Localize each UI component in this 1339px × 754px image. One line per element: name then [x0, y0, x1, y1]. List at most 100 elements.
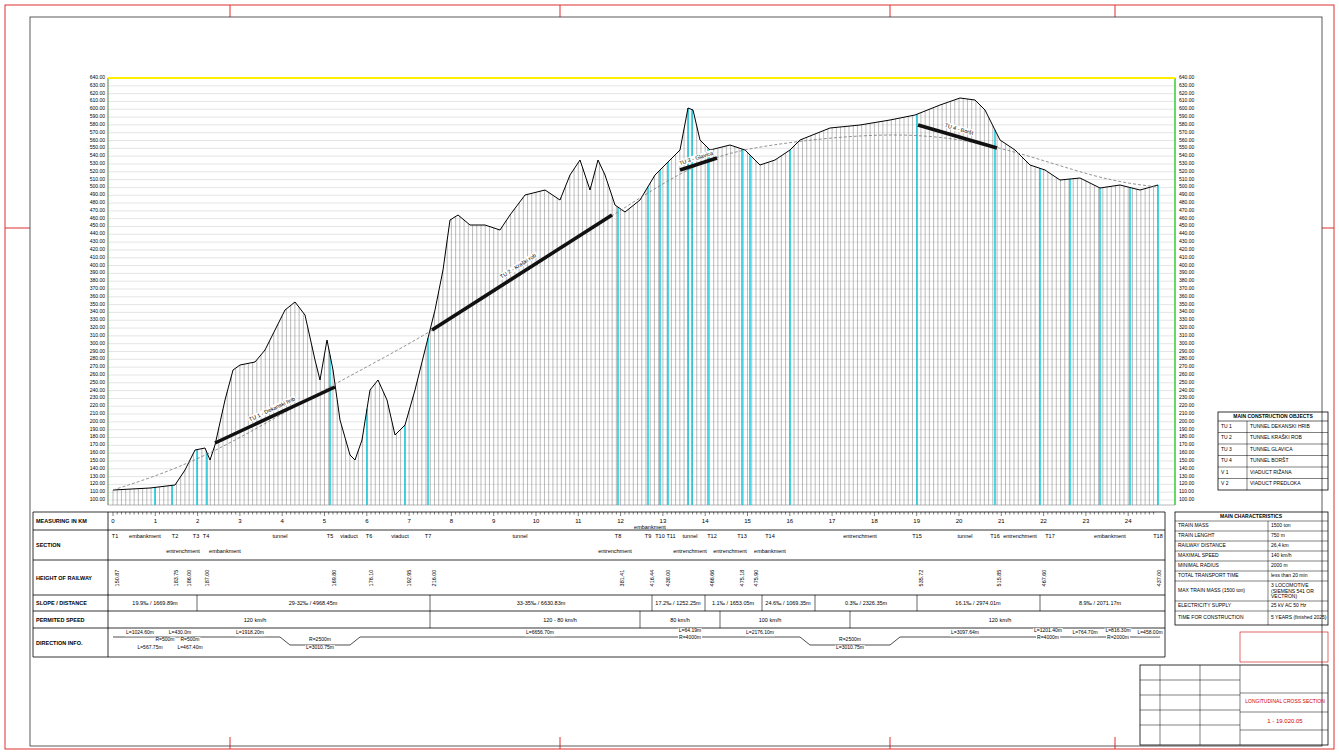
alignment-data: R=2500m: [838, 637, 862, 643]
km-tick: [984, 512, 985, 515]
hatch-line: [1064, 180, 1065, 505]
title-frame: [1140, 665, 1328, 745]
hatch-line: [371, 389, 372, 505]
grid-line: [108, 85, 1175, 86]
hatch-line: [950, 101, 951, 505]
rail-height: 192.95: [406, 569, 412, 586]
km-tick: [569, 512, 570, 515]
km-tick: [409, 512, 410, 516]
hatch-line: [768, 162, 769, 505]
km-tick: [324, 512, 325, 516]
km-tick: [798, 512, 799, 515]
table-rule: [815, 595, 816, 611]
hatch-line: [396, 434, 397, 505]
grid-line: [108, 203, 1175, 204]
hatch-line: [794, 146, 795, 505]
hatch-line: [819, 132, 820, 505]
hatch-line: [887, 120, 888, 505]
section-marker: [1129, 188, 1130, 506]
hatch-line: [1107, 187, 1108, 505]
slope-distance: 19.9‰ / 1669.89m: [132, 600, 177, 606]
slope-distance: 1.1‰ / 1653.05m: [712, 600, 754, 606]
table-cell: VIADUCT PREDLOKA: [1250, 482, 1300, 488]
axis-value: 130.00: [90, 474, 105, 480]
axis-value: 520.00: [90, 169, 105, 175]
slope-distance: 17.2‰ / 1252.25m: [655, 600, 700, 606]
hatch-line: [908, 116, 909, 505]
hatch-line: [722, 147, 723, 505]
hatch-line: [946, 103, 947, 505]
section-marker: [749, 155, 750, 505]
km-tick: [743, 512, 744, 515]
km-tick: [992, 512, 993, 515]
km-tick: [366, 512, 367, 516]
hatch-line: [662, 167, 663, 505]
hatch-line: [269, 341, 270, 505]
section-mark: embankment: [129, 533, 161, 539]
axis-value: 500.00: [90, 185, 105, 191]
table-cell: MAXIMAL SPEED: [1178, 553, 1219, 559]
hatch-line: [332, 370, 333, 505]
km-tick: [857, 512, 858, 515]
km-tick: [464, 512, 465, 515]
km-tick: [679, 512, 680, 515]
table-cell: ELECTRICITY SUPPLY: [1178, 603, 1231, 609]
km-tick: [434, 512, 435, 515]
axis-value: 440.00: [1179, 232, 1194, 238]
km-tick: [311, 512, 312, 515]
hatch-line: [206, 451, 207, 505]
hatch-line: [700, 141, 701, 505]
hatch-line: [548, 192, 549, 505]
title-rule: [1240, 712, 1328, 713]
km-tick: [176, 512, 177, 515]
hatch-line: [349, 455, 350, 505]
axis-value: 260.00: [1179, 372, 1194, 378]
km-tick: [722, 512, 723, 515]
hatch-line: [832, 128, 833, 505]
km-tick: [755, 512, 756, 515]
axis-value: 590.00: [90, 114, 105, 120]
hatch-line: [891, 120, 892, 505]
title-rule: [1200, 665, 1201, 745]
km-tick: [430, 512, 431, 515]
table-frame: [1175, 512, 1328, 625]
hatch-line: [540, 191, 541, 505]
hatch-line: [1013, 149, 1014, 505]
section-mark: embankment: [754, 548, 786, 554]
axis-value: 550.00: [1179, 146, 1194, 152]
axis-value: 490.00: [1179, 192, 1194, 198]
hatch-line: [963, 98, 964, 505]
km-tick: [1145, 512, 1146, 515]
axis-value: 150.00: [1179, 458, 1194, 464]
km-tick: [1073, 512, 1074, 515]
hatch-line: [1102, 188, 1103, 505]
km-tick: [1081, 512, 1082, 515]
grid-line: [108, 328, 1175, 329]
hatch-line: [113, 490, 114, 505]
grid-line: [108, 500, 1175, 501]
km-tick: [1111, 512, 1112, 515]
hatch-line: [172, 485, 173, 505]
km-tick: [954, 512, 955, 515]
hatch-line: [975, 101, 976, 505]
axis-value: 210.00: [1179, 411, 1194, 417]
grid-line: [108, 296, 1175, 297]
top-line: [108, 77, 1175, 79]
slope-distance: 16.1‰ / 2974.01m: [955, 600, 1000, 606]
hatch-line: [345, 440, 346, 505]
grid-line: [108, 226, 1175, 227]
km-tick: [1107, 512, 1108, 515]
hatch-line: [197, 449, 198, 505]
table-rule: [1268, 521, 1269, 625]
row-header: MEASURING IN KM: [36, 518, 87, 524]
km-tick: [654, 512, 655, 515]
section-marker: [206, 453, 207, 505]
km-tick: [421, 512, 422, 515]
km-tick: [1085, 512, 1086, 516]
km-number: 3: [238, 518, 241, 525]
axis-value: 450.00: [90, 224, 105, 230]
hatch-line: [777, 159, 778, 505]
hatch-line: [244, 364, 245, 505]
km-tick: [404, 512, 405, 515]
km-tick: [282, 512, 283, 516]
